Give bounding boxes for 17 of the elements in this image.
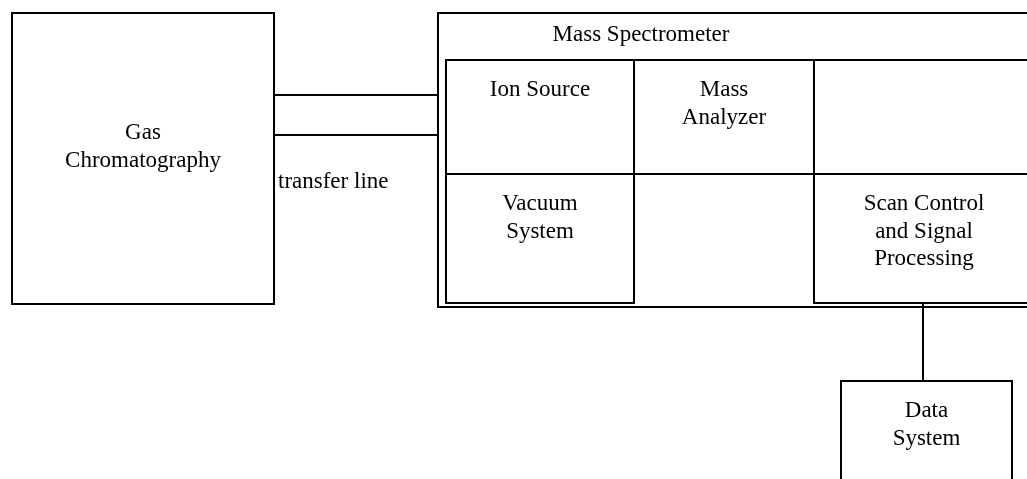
node-label: Gas Chromatography xyxy=(64,118,222,174)
node-label: Vacuum System xyxy=(501,189,579,245)
node-label: Scan Control and Signal Processing xyxy=(862,189,986,272)
process-box xyxy=(840,380,1013,479)
node-label: Ion Source xyxy=(489,75,591,103)
node-label: Data System xyxy=(891,396,962,452)
process-box xyxy=(11,12,275,305)
connector-line xyxy=(922,302,924,382)
connector-line xyxy=(273,134,439,136)
component-box xyxy=(445,59,635,175)
component-box xyxy=(813,173,1027,304)
node-label: Mass Analyzer xyxy=(680,75,768,131)
group-title: Mass Spectrometer xyxy=(551,20,731,48)
component-box xyxy=(445,173,635,304)
component-box xyxy=(633,59,815,175)
connector-line xyxy=(273,94,439,96)
group-box xyxy=(437,12,1027,308)
